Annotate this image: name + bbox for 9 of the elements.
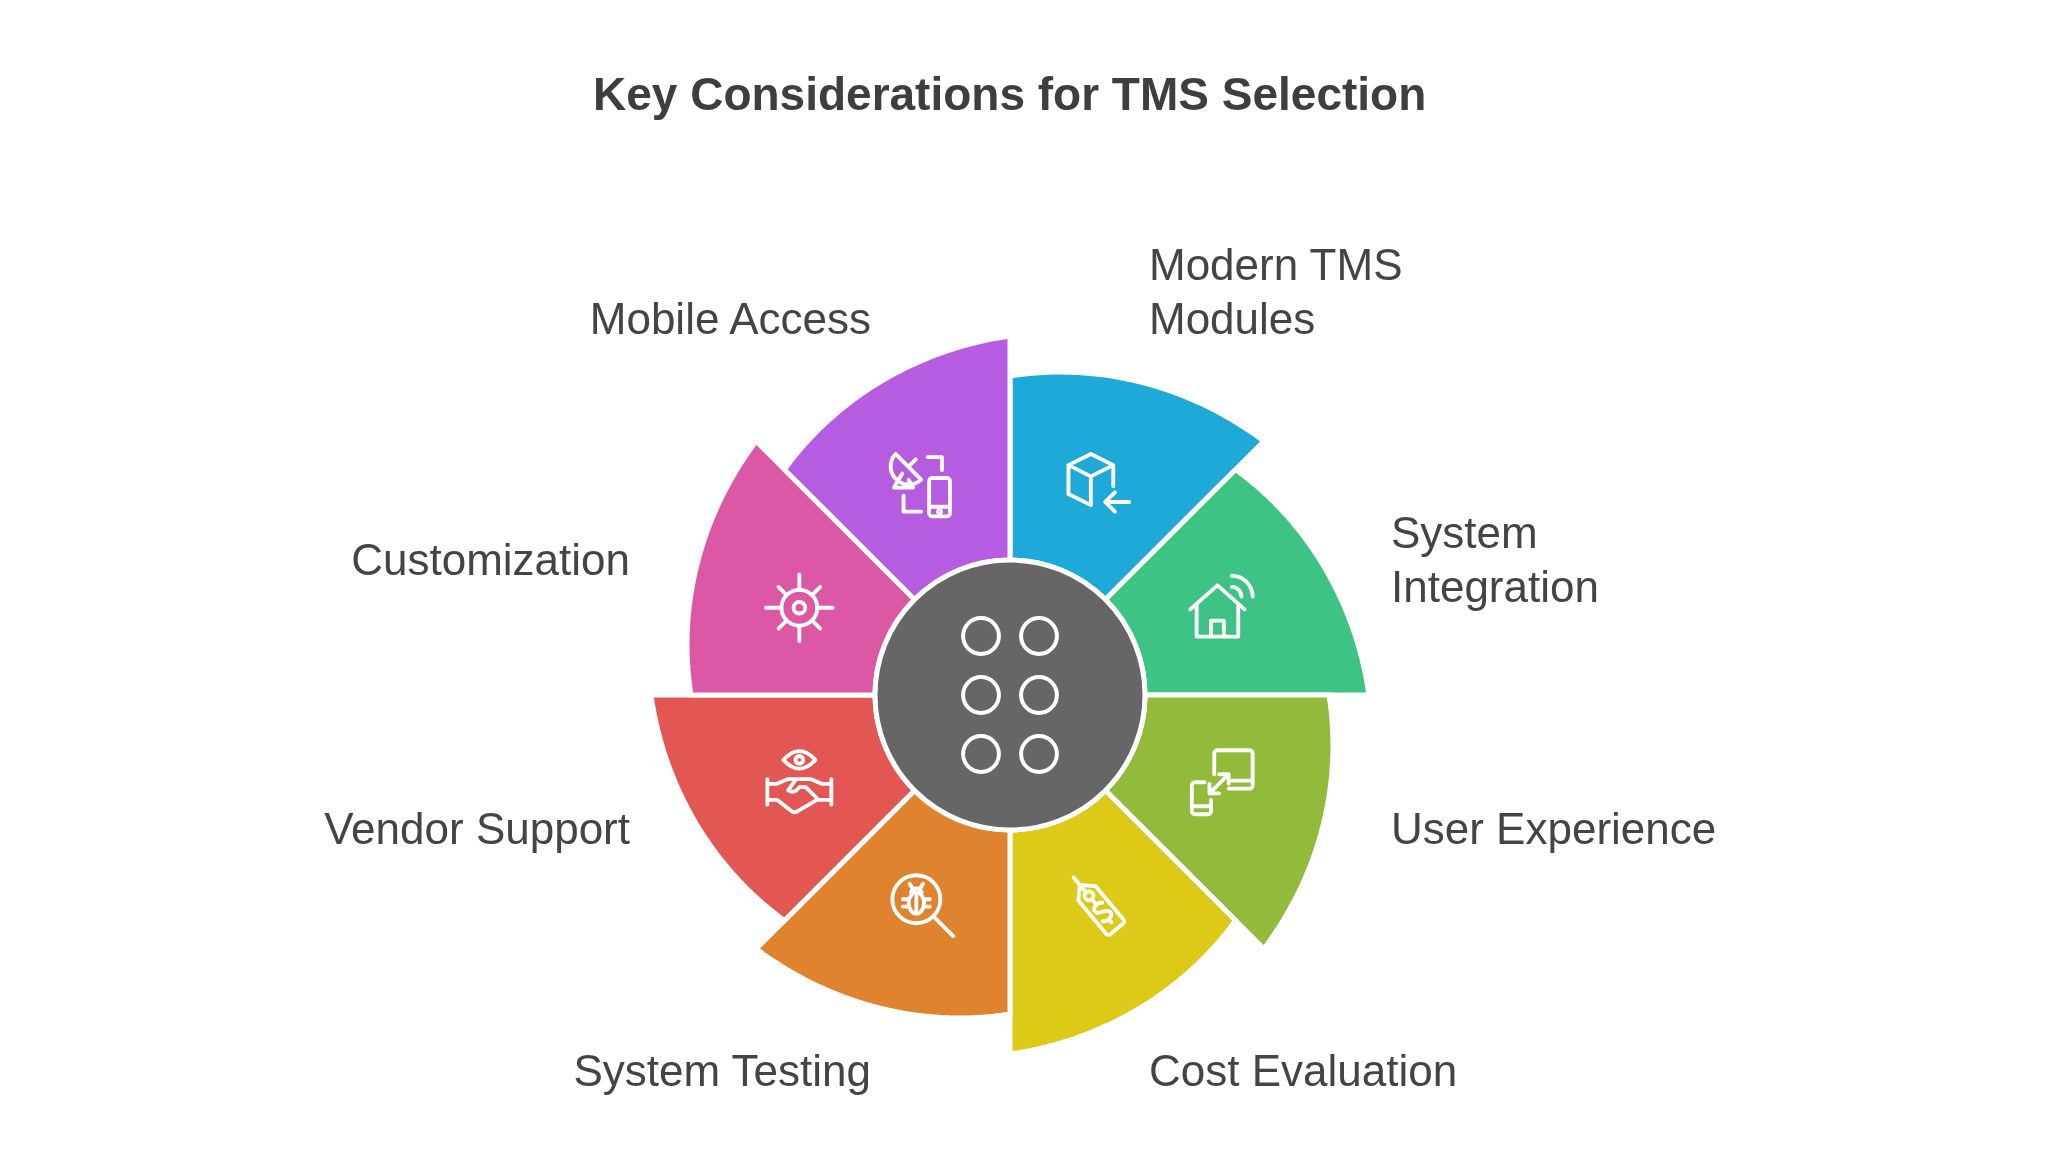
segment-label: Vendor Support [323,803,630,855]
segment-label: Modern TMS Modules [1149,239,1404,345]
segment-label: System Integration [1391,507,1600,613]
segment-label: System Testing [572,1045,871,1097]
segment-label: User Experience [1391,803,1718,855]
segment-label: Mobile Access [588,293,871,345]
segment-label: Customization [350,534,630,586]
diagram-title: Key Considerations for TMS Selection [593,67,1427,122]
segment-label: Cost Evaluation [1149,1045,1459,1097]
